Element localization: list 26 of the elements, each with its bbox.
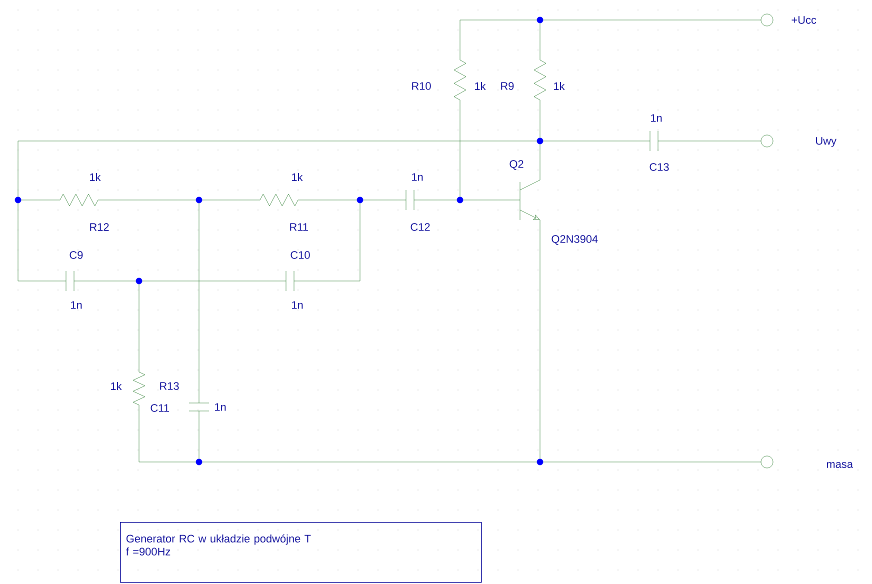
component-label: 1n (412, 173, 423, 181)
note-box: Generator RC w układzie podwójne T f =900Hz (120, 522, 482, 583)
component-label: 1k (111, 382, 122, 390)
component-label: Uwy (816, 137, 836, 147)
component-label: 1k (90, 173, 101, 181)
component-label: Q2N3904 (552, 235, 598, 245)
component-label: C12 (410, 223, 430, 231)
component-label: 1n (292, 301, 303, 309)
component-label: R12 (90, 223, 109, 231)
component-label: +Ucc (792, 16, 816, 24)
component-label: C11 (150, 404, 169, 412)
component-label: 1n (651, 114, 662, 122)
component-label: R10 (412, 82, 431, 90)
component-label: Q2 (510, 160, 524, 170)
component-label: 1n (215, 403, 226, 411)
component-label: C10 (290, 251, 310, 259)
component-label: 1k (554, 82, 565, 90)
component-label: 1k (292, 173, 303, 181)
component-label: C9 (70, 251, 83, 259)
component-label: R13 (160, 382, 179, 390)
component-label: 1n (71, 301, 82, 309)
component-label: masa (826, 462, 853, 468)
component-label: C13 (650, 163, 669, 171)
component-label: R11 (290, 223, 308, 231)
component-label: 1k (475, 82, 486, 90)
component-label: R9 (501, 82, 514, 90)
